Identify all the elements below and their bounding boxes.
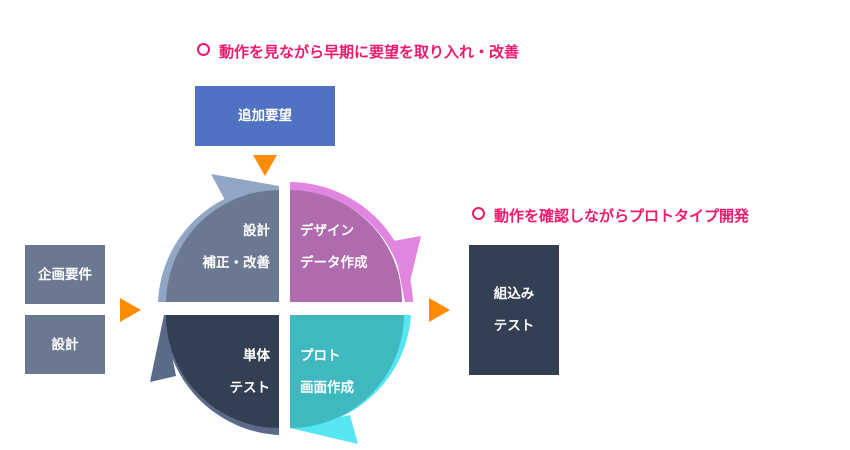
quadrant-sector xyxy=(166,190,279,302)
cycle-arrowhead-icon xyxy=(150,315,176,382)
label-line2: データ作成 xyxy=(300,255,368,271)
label-line2: 画面作成 xyxy=(300,380,354,396)
design-box: 設計 xyxy=(25,315,105,374)
quadrant-design-data xyxy=(290,182,421,302)
cycle-arrowhead-icon xyxy=(393,236,421,302)
cycle-arrowhead-icon xyxy=(211,174,279,202)
label-line1: プロト xyxy=(300,348,341,364)
note-text: 動作を見ながら早期に要望を取り入れ・改善 xyxy=(219,43,520,61)
box-label: 設計 xyxy=(51,336,79,353)
quadrant-label-prototype-screen: プロト 画面作成 xyxy=(300,340,354,404)
embedded-test-box: 組込み テスト xyxy=(469,245,559,375)
label-line2: 補正・改善 xyxy=(202,255,271,271)
label-line1: デザイン xyxy=(300,223,354,239)
arrow-right-icon xyxy=(120,298,141,322)
box-label-line2: テスト xyxy=(493,318,535,334)
quadrant-unit-test xyxy=(150,315,279,435)
quadrant-sector xyxy=(290,315,404,428)
quadrant-band xyxy=(158,185,279,302)
arrow-right-icon xyxy=(429,298,450,322)
quadrant-label-design-data: デザイン データ作成 xyxy=(300,215,368,279)
arrow-down-icon xyxy=(253,155,277,176)
quadrant-sector xyxy=(166,315,279,428)
box-label: 追加要望 xyxy=(238,108,292,124)
quadrant-sector xyxy=(290,190,402,302)
planning-requirements-box: 企画要件 xyxy=(25,245,105,304)
quadrant-design-fix xyxy=(158,174,279,302)
circle-bullet-icon xyxy=(197,43,210,56)
box-label-line1: 組込み xyxy=(493,286,535,302)
label-line2: テスト xyxy=(229,380,271,396)
label-line1: 単体 xyxy=(243,348,270,364)
box-label: 企画要件 xyxy=(38,266,92,283)
label-line1: 設計 xyxy=(243,223,270,239)
additional-request-box: 追加要望 xyxy=(195,86,335,146)
note-early-feedback: 動作を見ながら早期に要望を取り入れ・改善 xyxy=(197,41,519,62)
note-prototype-development: 動作を確認しながらプロトタイプ開発 xyxy=(472,205,749,226)
note-text: 動作を確認しながらプロトタイプ開発 xyxy=(494,207,750,225)
quadrant-label-design-fix: 設計 補正・改善 xyxy=(203,215,271,279)
cycle-arrowhead-icon xyxy=(290,415,358,444)
quadrant-prototype-screen xyxy=(290,315,411,444)
circle-bullet-icon xyxy=(472,207,485,220)
quadrant-band xyxy=(290,182,413,302)
quadrant-label-unit-test: 単体 テスト xyxy=(230,340,271,404)
